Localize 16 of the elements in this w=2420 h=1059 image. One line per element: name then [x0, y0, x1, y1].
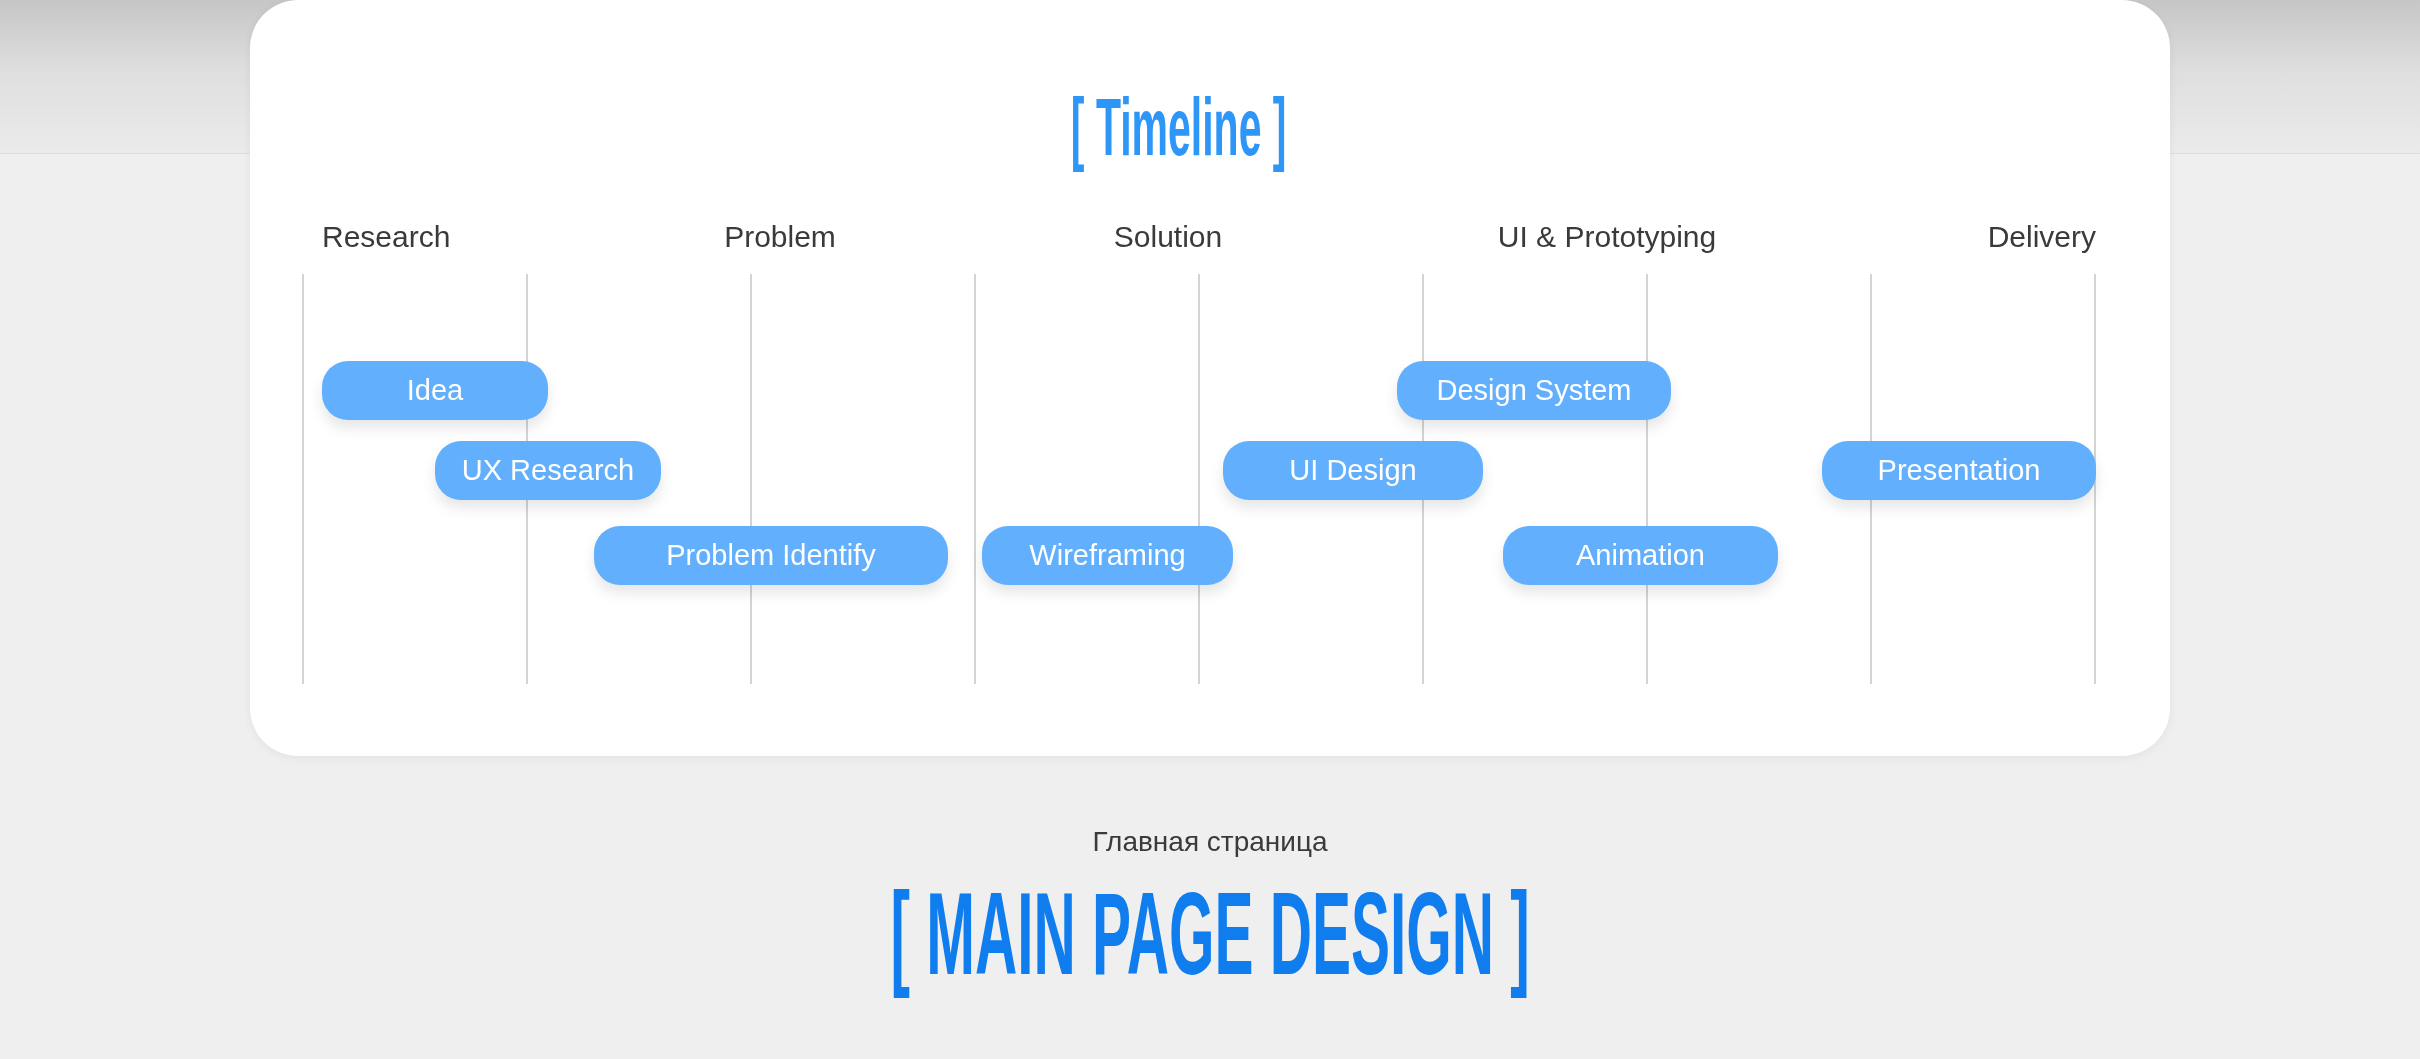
task-bar: UX Research [435, 441, 661, 500]
task-bar: UI Design [1223, 441, 1483, 500]
task-bar: Presentation [1822, 441, 2096, 500]
task-bar: Wireframing [982, 526, 1233, 585]
phase-label: Problem [724, 219, 836, 255]
phase-label: Delivery [1987, 219, 2096, 255]
task-bar: Problem Identify [594, 526, 948, 585]
card-title: [ Timeline ] [1071, 80, 1287, 174]
task-bar: Design System [1397, 361, 1671, 420]
section-heading: [ MAIN PAGE DESIGN ] [890, 867, 1530, 1001]
phase-label: Solution [1113, 219, 1223, 255]
section-subtitle: Главная страница [1092, 825, 1328, 859]
task-bar: Animation [1503, 526, 1778, 585]
task-bar: Idea [322, 361, 548, 420]
phase-label: UI & Prototyping [1497, 219, 1717, 255]
phase-label: Research [322, 219, 451, 255]
